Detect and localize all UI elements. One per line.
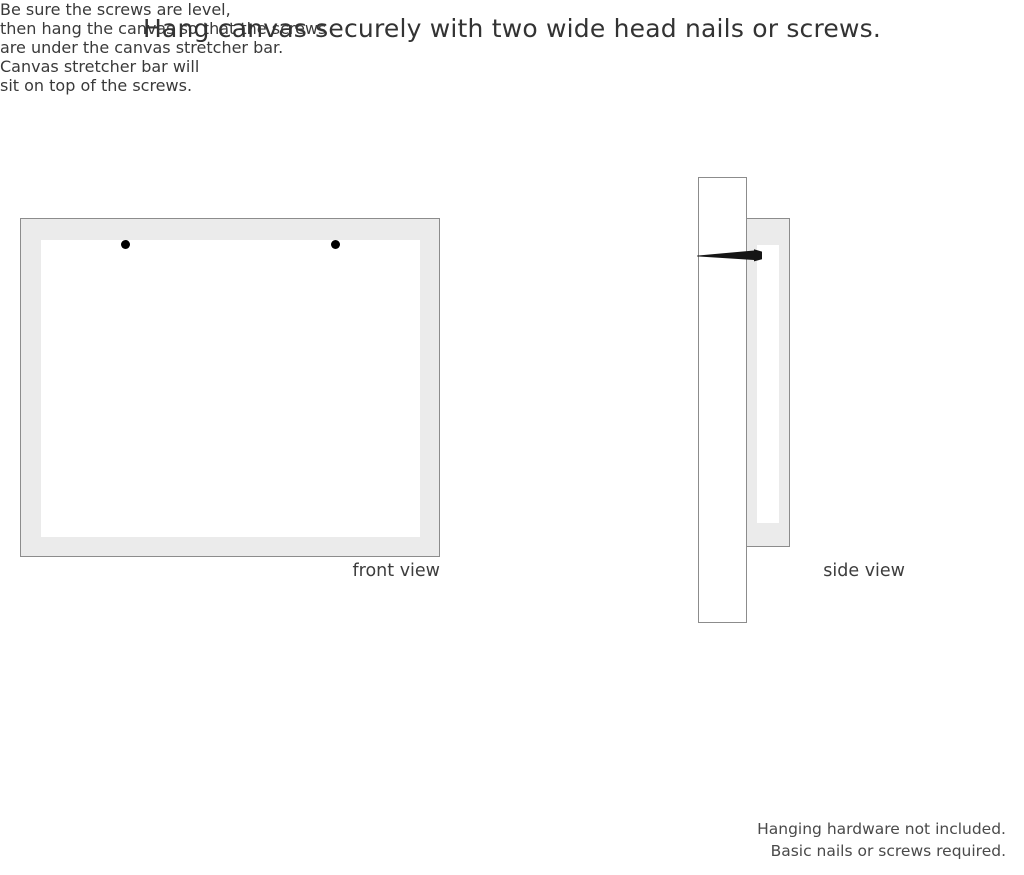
canvas-stretcher-bar-side bbox=[746, 218, 790, 547]
side-caption-line-2: sit on top of the screws. bbox=[0, 76, 193, 95]
front-view-diagram bbox=[20, 218, 440, 557]
footer-note: Hanging hardware not included. Basic nai… bbox=[757, 819, 1006, 862]
front-view-label: front view bbox=[352, 561, 441, 581]
screw-icon bbox=[697, 249, 762, 262]
side-view-label: side view bbox=[823, 561, 905, 581]
side-view-caption: Canvas stretcher bar will sit on top of … bbox=[0, 57, 280, 95]
footer-line-1: Hanging hardware not included. bbox=[757, 820, 1006, 838]
screw-head-dot-left bbox=[121, 240, 130, 249]
canvas-face-side bbox=[757, 245, 779, 523]
page-title: Hang canvas securely with two wide head … bbox=[142, 14, 882, 43]
front-caption-line-1: Be sure the screws are level, bbox=[0, 0, 231, 19]
side-caption-line-1: Canvas stretcher bar will bbox=[0, 57, 200, 76]
front-caption-line-3: are under the canvas stretcher bar. bbox=[0, 38, 284, 57]
screw-head-dot-right bbox=[331, 240, 340, 249]
footer-line-2: Basic nails or screws required. bbox=[770, 841, 1006, 860]
front-view-caption: Be sure the screws are level, then hang … bbox=[0, 0, 440, 57]
canvas-face-front bbox=[41, 240, 420, 537]
front-caption-line-2: then hang the canvas so that the screws bbox=[0, 19, 327, 38]
